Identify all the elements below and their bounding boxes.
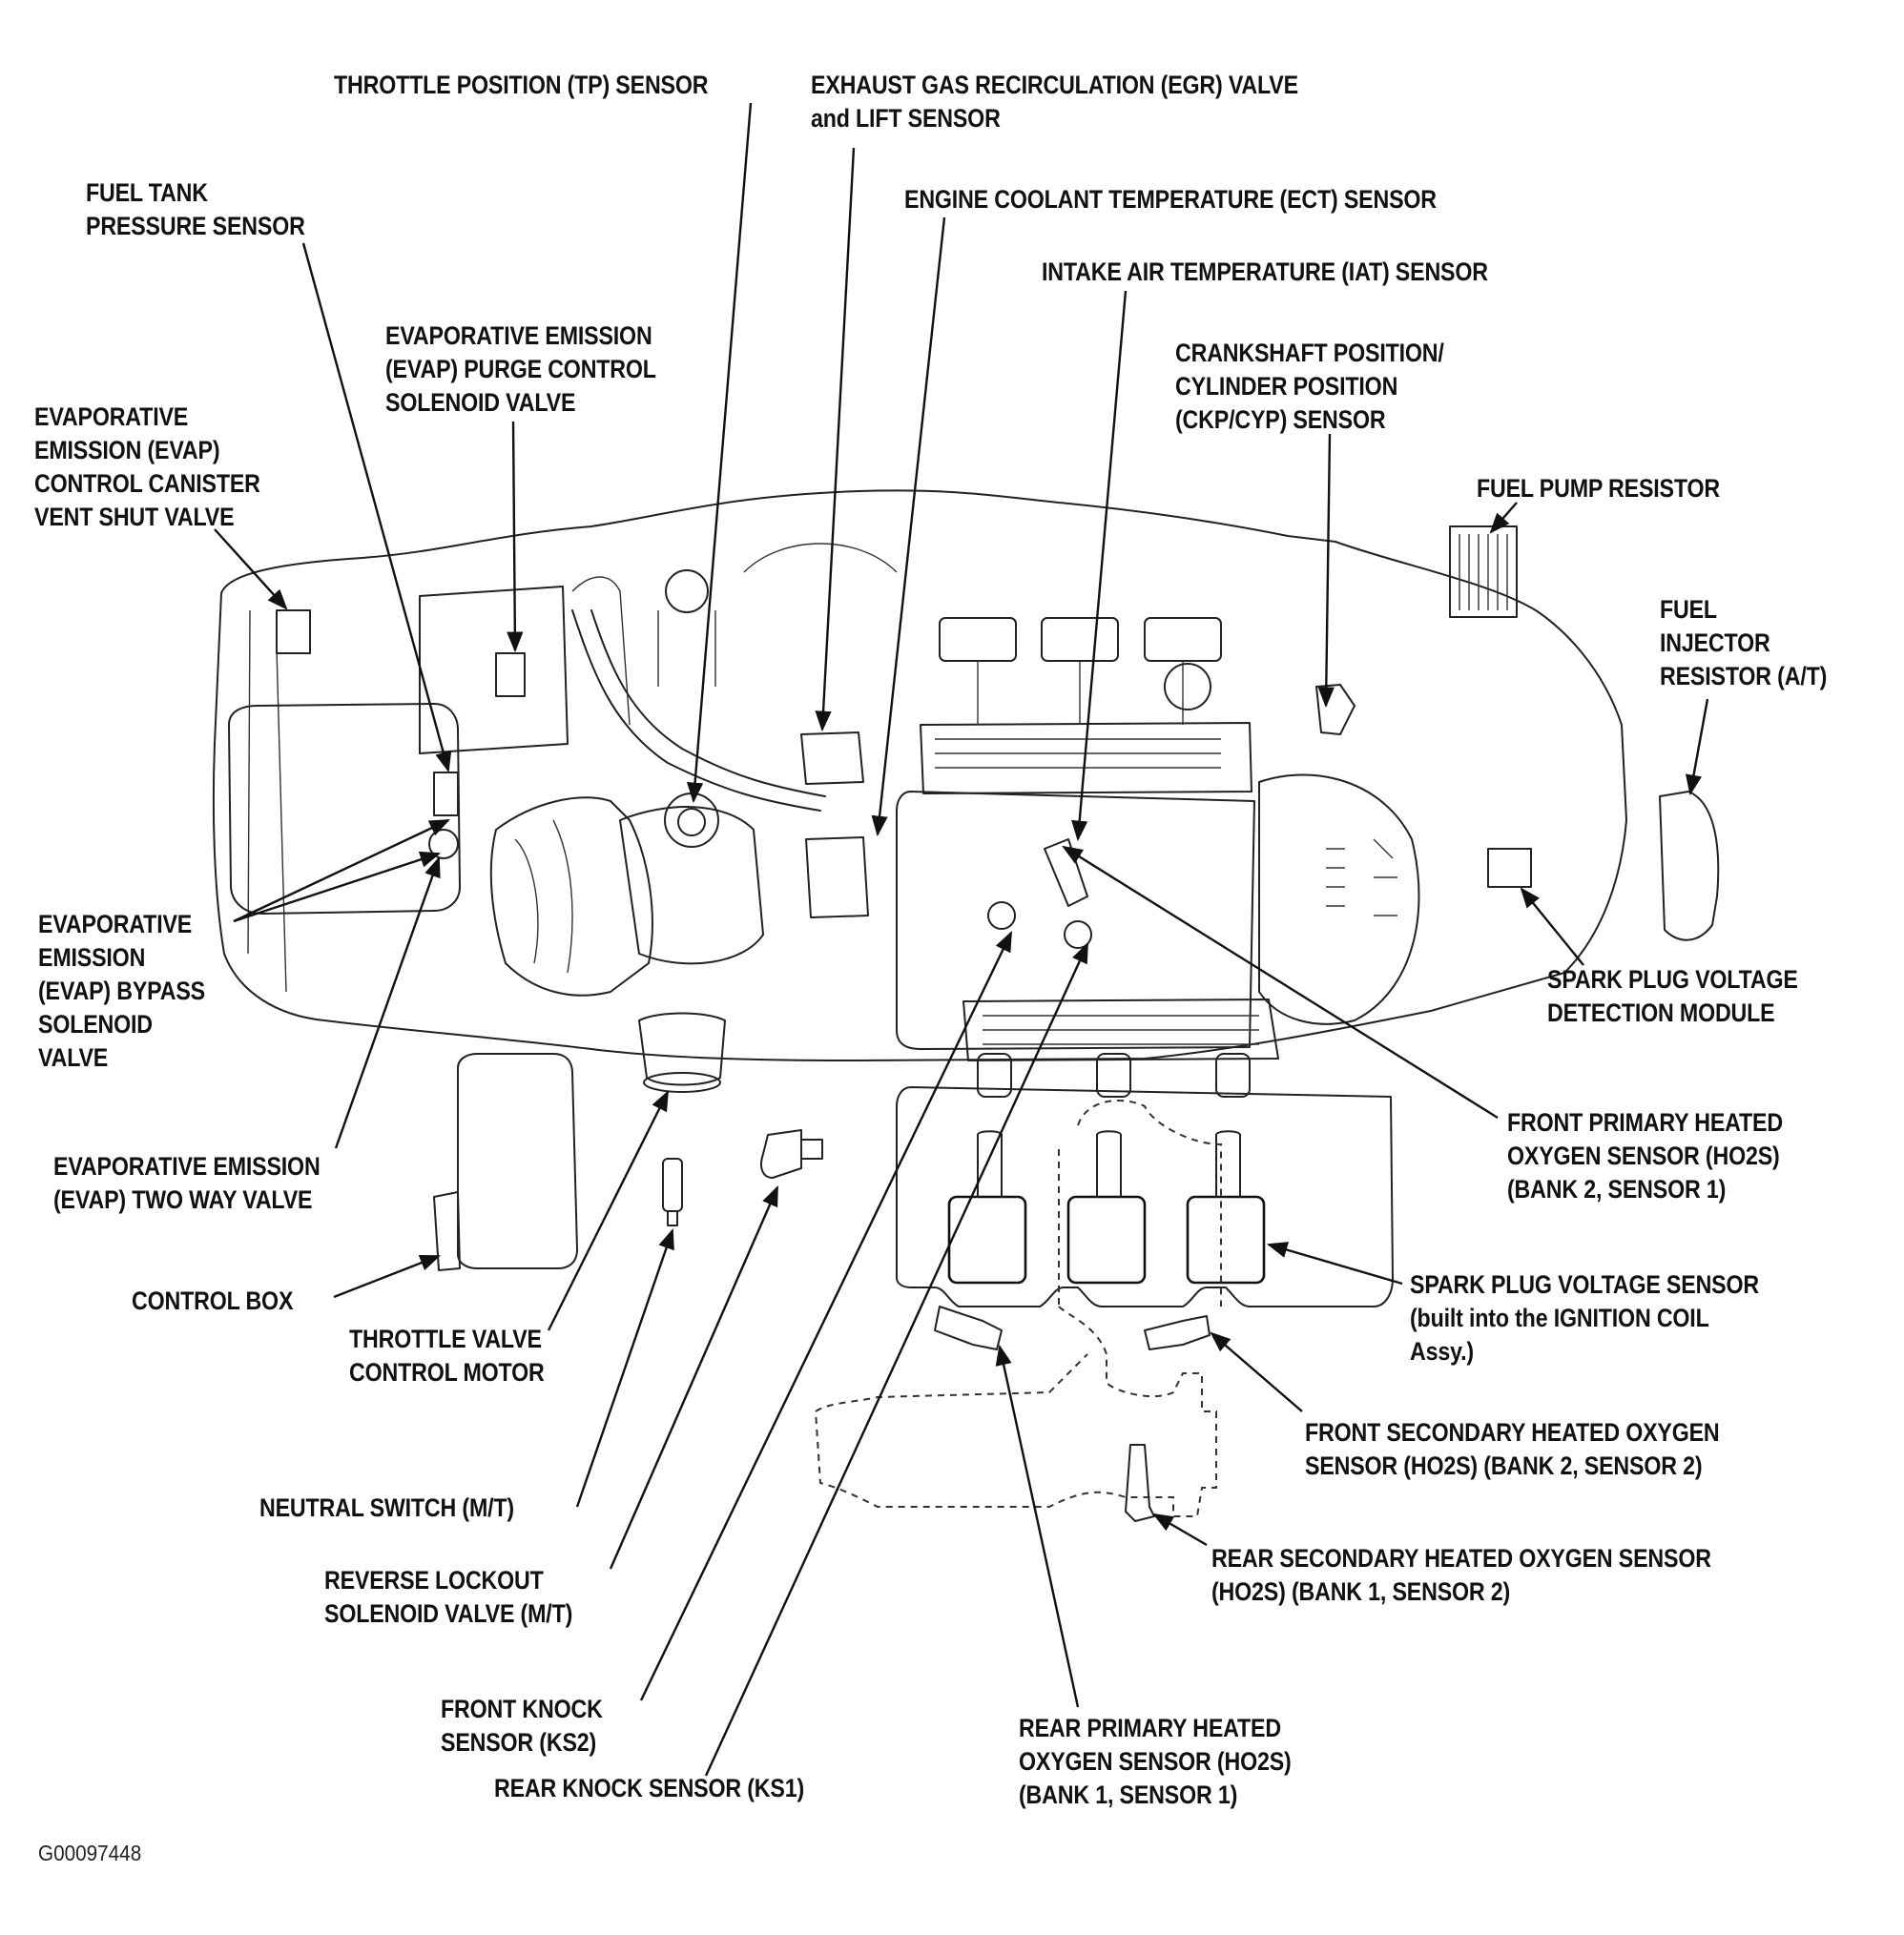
leader-throttle-valve-motor: [547, 1090, 670, 1331]
label-front-knock-sensor: FRONT KNOCK SENSOR (KS2): [441, 1695, 603, 1757]
leader-evap-bypass-valve-2: [233, 818, 450, 923]
label-evap-two-way-valve: EVAPORATIVE EMISSION (EVAP) TWO WAY VALV…: [53, 1152, 321, 1214]
leader-control-box: [333, 1254, 442, 1299]
leader-reverse-lockout-valve: [609, 1185, 779, 1570]
leader-egr-valve: [815, 147, 856, 732]
leader-evap-vent-shut-valve: [214, 528, 288, 610]
label-evap-purge-valve: EVAPORATIVE EMISSION (EVAP) PURGE CONTRO…: [385, 321, 656, 417]
label-ect-sensor: ENGINE COOLANT TEMPERATURE (ECT) SENSOR: [904, 185, 1437, 214]
leader-ckp-cyp-sensor: [1317, 433, 1335, 709]
label-neutral-switch: NEUTRAL SWITCH (M/T): [259, 1493, 515, 1522]
leader-fuel-pump-resistor: [1489, 502, 1518, 534]
label-front-secondary-ho2s: FRONT SECONDARY HEATED OXYGEN SENSOR (HO…: [1305, 1418, 1720, 1480]
leader-rear-knock-sensor: [704, 942, 1089, 1777]
lower-coil-pack: [814, 1053, 1394, 1517]
leader-lines: [214, 102, 1709, 1777]
label-egr-valve: EXHAUST GAS RECIRCULATION (EGR) VALVE an…: [811, 71, 1298, 133]
label-spark-plug-voltage-module: SPARK PLUG VOLTAGE DETECTION MODULE: [1547, 965, 1798, 1027]
leader-front-primary-ho2s: [1062, 845, 1499, 1120]
label-ckp-cyp-sensor: CRANKSHAFT POSITION/ CYLINDER POSITION (…: [1175, 339, 1444, 434]
engine-outline: [212, 489, 1720, 1061]
upper-ignition-coils: [939, 617, 1222, 725]
leader-fuel-injector-resistor: [1685, 698, 1709, 796]
label-rear-knock-sensor: REAR KNOCK SENSOR (KS1): [494, 1774, 805, 1802]
leader-evap-two-way-valve: [334, 855, 441, 1149]
leader-evap-purge-valve: [507, 421, 524, 653]
leader-front-knock-sensor: [639, 931, 1013, 1701]
leader-spark-plug-voltage-module: [1520, 887, 1584, 966]
leader-ect-sensor: [871, 216, 946, 837]
figure-id: G00097448: [38, 1841, 142, 1865]
leader-rear-secondary-ho2s: [1152, 1513, 1208, 1547]
label-fuel-tank-pressure-sensor: FUEL TANK PRESSURE SENSOR: [86, 178, 305, 240]
leader-tp-sensor: [686, 102, 753, 804]
label-rear-secondary-ho2s: REAR SECONDARY HEATED OXYGEN SENSOR (HO2…: [1211, 1544, 1711, 1606]
label-evap-vent-shut-valve: EVAPORATIVE EMISSION (EVAP) CONTROL CANI…: [34, 402, 260, 531]
label-iat-sensor: INTAKE AIR TEMPERATURE (IAT) SENSOR: [1042, 257, 1488, 286]
leader-rear-primary-ho2s: [995, 1344, 1080, 1708]
leader-iat-sensor: [1071, 290, 1128, 842]
label-throttle-valve-motor: THROTTLE VALVE CONTROL MOTOR: [349, 1325, 545, 1387]
leader-spark-plug-voltage-sensor: [1266, 1242, 1403, 1286]
leader-neutral-switch: [575, 1227, 674, 1508]
label-fuel-pump-resistor: FUEL PUMP RESISTOR: [1477, 474, 1720, 503]
leader-evap-bypass-valve-1: [233, 851, 442, 923]
label-evap-bypass-valve: EVAPORATIVE EMISSION (EVAP) BYPASS SOLEN…: [38, 910, 205, 1072]
label-front-primary-ho2s: FRONT PRIMARY HEATED OXYGEN SENSOR (HO2S…: [1507, 1108, 1783, 1204]
label-spark-plug-voltage-sensor: SPARK PLUG VOLTAGE SENSOR (built into th…: [1410, 1270, 1759, 1366]
leader-fuel-tank-pressure-sensor: [301, 242, 452, 773]
label-tp-sensor: THROTTLE POSITION (TP) SENSOR: [334, 71, 709, 99]
label-fuel-injector-resistor: FUEL INJECTOR RESISTOR (A/T): [1660, 595, 1828, 690]
leader-front-secondary-ho2s: [1210, 1331, 1303, 1412]
label-control-box: CONTROL BOX: [132, 1287, 294, 1315]
label-reverse-lockout-valve: REVERSE LOCKOUT SOLENOID VALVE (M/T): [324, 1566, 573, 1628]
loose-components: [433, 1012, 1211, 1522]
label-rear-primary-ho2s: REAR PRIMARY HEATED OXYGEN SENSOR (HO2S)…: [1019, 1714, 1292, 1809]
